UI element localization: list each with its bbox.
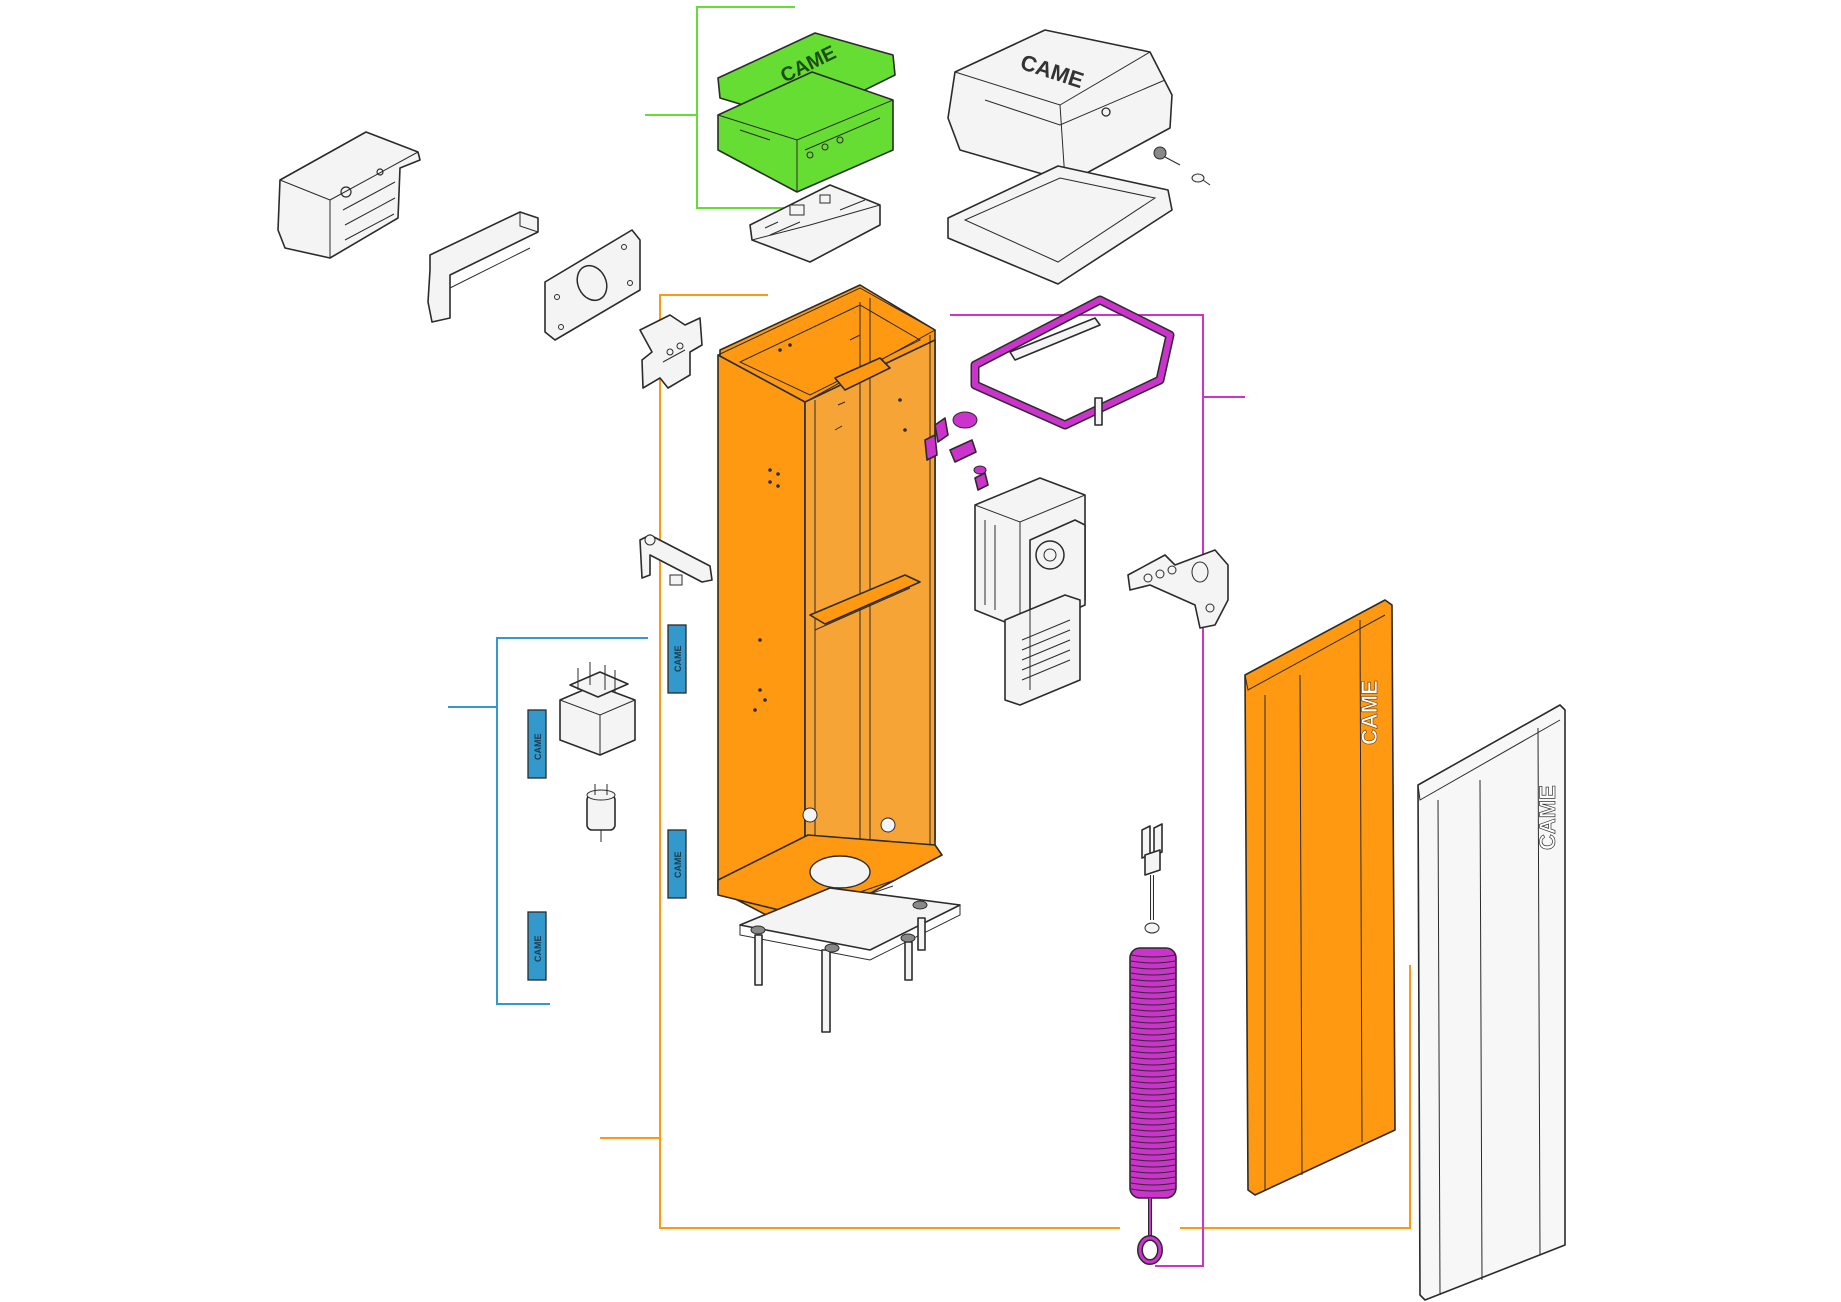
z-bracket — [427, 211, 539, 323]
spring-coil-winding — [1130, 1152, 1176, 1156]
spring-coil-winding — [1130, 1116, 1176, 1120]
spring-coil-winding — [1130, 1020, 1176, 1024]
spring-coil-winding — [1130, 1110, 1176, 1114]
balance-frame — [970, 295, 1175, 430]
spring-coil-winding — [1130, 972, 1176, 976]
latch-bracket — [639, 534, 713, 586]
spring-coil-winding — [1130, 990, 1176, 994]
spring-coil-winding — [1130, 1008, 1176, 1012]
spring-coil-winding — [1130, 966, 1176, 970]
control-circuit-board — [749, 184, 881, 263]
spring-coil-winding — [1130, 1182, 1176, 1186]
spring-coil-winding — [1130, 1134, 1176, 1138]
spring-coil-winding — [1130, 1050, 1176, 1054]
spring-coil-winding — [1130, 1158, 1176, 1162]
svg-text:CAME: CAME — [533, 734, 543, 761]
spring-coil-winding — [1130, 1014, 1176, 1018]
side-hood-cover — [277, 131, 421, 259]
anchor-base-plate — [739, 887, 961, 1033]
limit-switch-parts — [924, 411, 989, 491]
spring-coil-winding — [1130, 1044, 1176, 1048]
spring-coil-lines — [1130, 954, 1176, 1192]
spring-coil-winding — [1130, 1146, 1176, 1150]
spring-coil-winding — [1130, 1032, 1176, 1036]
spring-coil-winding — [1130, 1062, 1176, 1066]
blue-label-1: CAME — [667, 624, 687, 694]
spring-coil-winding — [1130, 960, 1176, 964]
orange-door-panel: CAME — [1244, 599, 1396, 1196]
spring-coil-winding — [1130, 1176, 1176, 1180]
spring-coil-winding — [1130, 1080, 1176, 1084]
spring-coil-winding — [1130, 1170, 1176, 1174]
barrier-cabinet — [716, 284, 943, 936]
green-group-bracket — [645, 6, 795, 209]
spring-coil-winding — [1130, 1038, 1176, 1042]
cross-shaped-plate — [639, 314, 703, 389]
spring-coil-winding — [1130, 1002, 1176, 1006]
mounting-plate — [544, 229, 641, 341]
blue-label-2: CAME — [527, 709, 547, 779]
motor-cover-gasket — [947, 165, 1173, 285]
spring-coil-winding — [1130, 1140, 1176, 1144]
blue-label-4: CAME — [527, 911, 547, 981]
cover-screw — [1153, 146, 1211, 186]
motor-cover: CAME — [947, 29, 1173, 183]
white-door-brand-text: CAME — [1535, 785, 1560, 850]
spring-coil-winding — [1130, 984, 1176, 988]
spring-coil-winding — [1130, 978, 1176, 982]
spring-coil-winding — [1130, 1056, 1176, 1060]
spring-coil-winding — [1130, 954, 1176, 958]
spring-coil-winding — [1130, 1122, 1176, 1126]
spring-coil-winding — [1130, 1098, 1176, 1102]
capacitor — [586, 784, 616, 842]
blue-group-bracket — [448, 637, 648, 1005]
svg-text:CAME: CAME — [533, 936, 543, 963]
spring-coil-winding — [1130, 1086, 1176, 1090]
orange-door-brand-text: CAME — [1357, 680, 1382, 745]
balancing-arm-bracket — [1127, 549, 1229, 629]
spring-coil-winding — [1130, 996, 1176, 1000]
spring-coil-winding — [1130, 1068, 1176, 1072]
transformer — [559, 662, 636, 756]
spring-coil-winding — [1130, 1128, 1176, 1132]
spring-coil-winding — [1130, 1188, 1176, 1192]
blue-label-3: CAME — [667, 829, 687, 899]
spring-coil-winding — [1130, 1026, 1176, 1030]
white-door-panel: CAME — [1417, 704, 1566, 1301]
spring-coil-winding — [1130, 1092, 1176, 1096]
magenta-group-bracket — [950, 314, 1245, 1267]
svg-text:CAME: CAME — [673, 646, 683, 673]
spring-assembly — [1129, 823, 1177, 1265]
svg-text:CAME: CAME — [673, 852, 683, 879]
spring-coil-winding — [1130, 1104, 1176, 1108]
spring-coil-winding — [1130, 1164, 1176, 1168]
gear-motor — [974, 477, 1086, 706]
spring-coil-winding — [1130, 1074, 1176, 1078]
orange-group-bracket — [600, 294, 1411, 1229]
control-box-base — [717, 71, 894, 193]
